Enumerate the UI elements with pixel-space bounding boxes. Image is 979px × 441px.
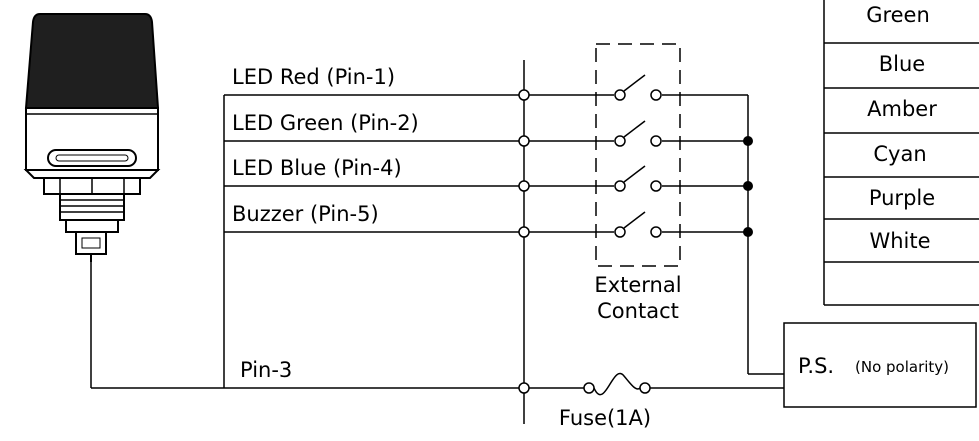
fuse-symbol bbox=[583, 372, 651, 396]
label-power-supply: P.S. bbox=[798, 354, 834, 378]
color-purple: Purple bbox=[869, 186, 935, 210]
junction-dots bbox=[743, 136, 753, 237]
label-contact: Contact bbox=[597, 299, 679, 323]
label-fuse: Fuse(1A) bbox=[559, 406, 651, 430]
color-blue: Blue bbox=[879, 52, 925, 76]
label-led-green: LED Green (Pin-2) bbox=[232, 111, 419, 135]
color-amber: Amber bbox=[867, 97, 937, 121]
label-buzzer: Buzzer (Pin-5) bbox=[232, 202, 379, 226]
label-pin-3: Pin-3 bbox=[240, 358, 292, 382]
switch-4 bbox=[614, 211, 662, 238]
terminal-nodes bbox=[518, 89, 530, 394]
switch-2 bbox=[614, 120, 662, 147]
label-led-blue: LED Blue (Pin-4) bbox=[232, 156, 402, 180]
color-white: White bbox=[869, 229, 930, 253]
contact-switches bbox=[614, 74, 662, 238]
signal-tower-device bbox=[23, 13, 161, 262]
label-no-polarity: (No polarity) bbox=[855, 358, 949, 376]
label-external: External bbox=[594, 273, 681, 297]
color-cyan: Cyan bbox=[873, 142, 926, 166]
label-led-red: LED Red (Pin-1) bbox=[232, 65, 395, 89]
switch-1 bbox=[614, 74, 662, 101]
power-supply-box bbox=[783, 322, 977, 408]
switch-3 bbox=[614, 165, 662, 192]
color-table bbox=[823, 0, 979, 306]
color-green: Green bbox=[866, 3, 930, 27]
